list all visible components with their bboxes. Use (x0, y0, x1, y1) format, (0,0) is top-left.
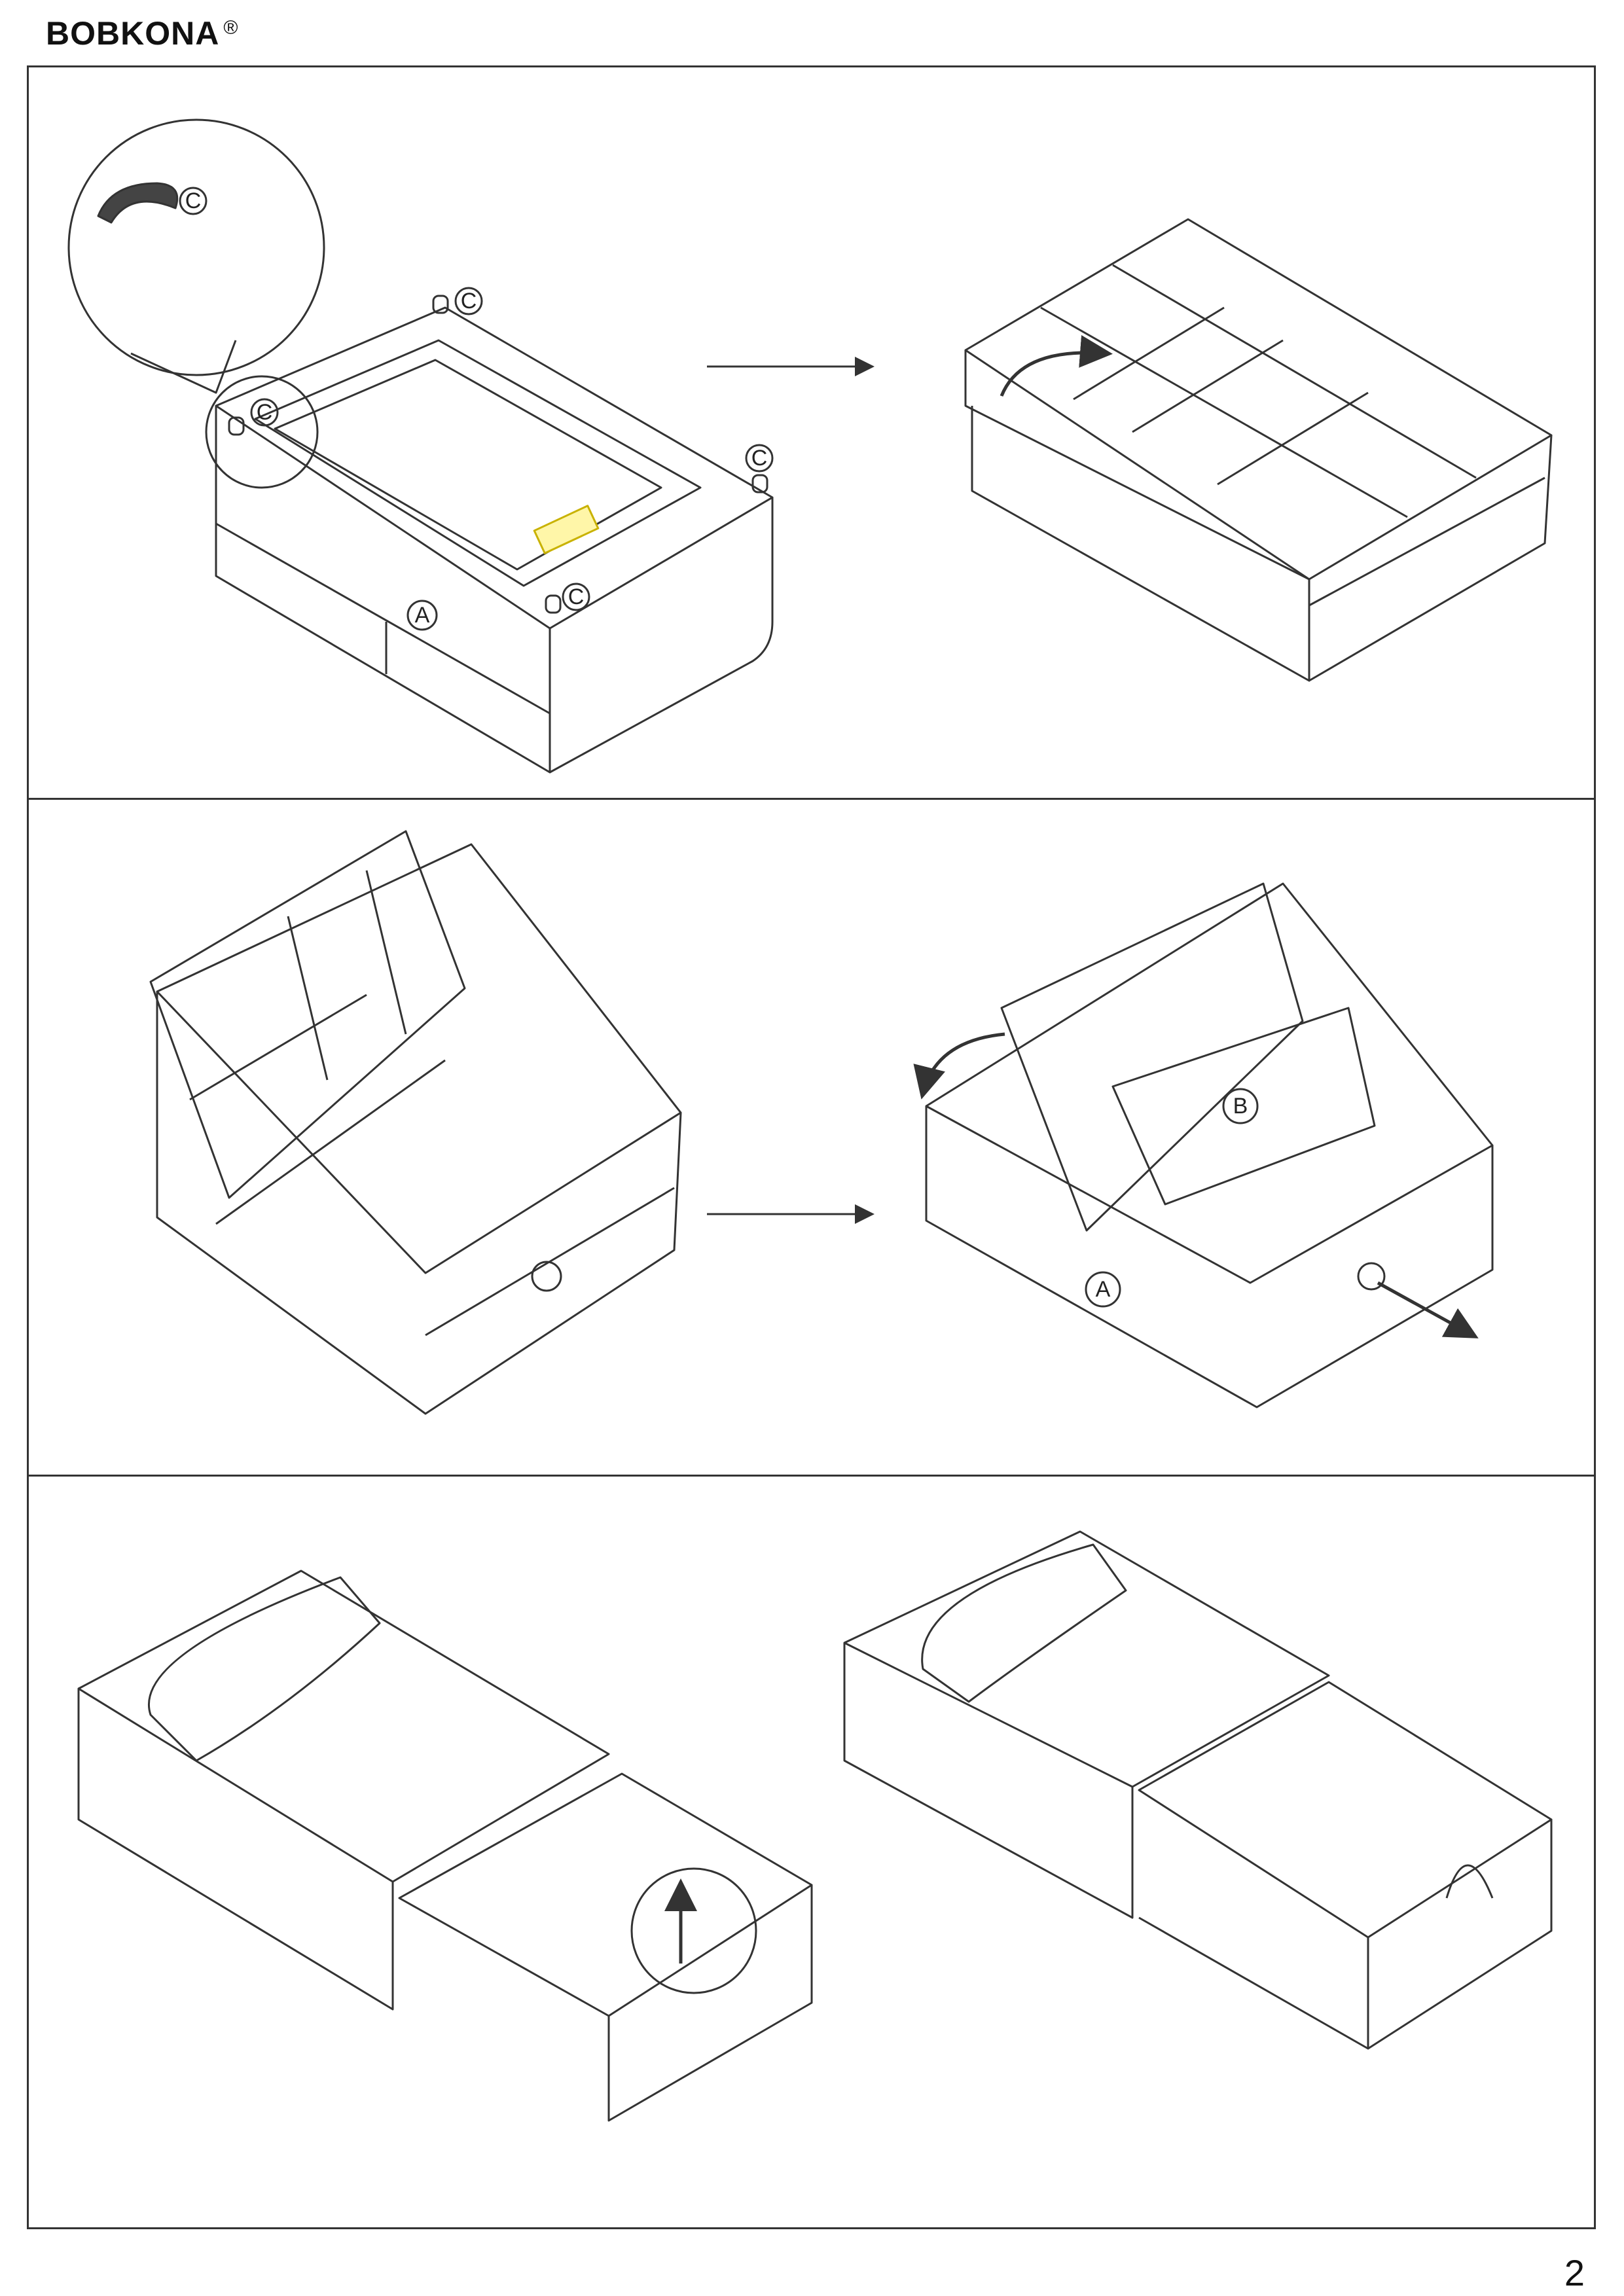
label-part-c-3: C (568, 584, 585, 609)
bed-illustration (843, 1530, 1553, 2050)
foot-c-1 (432, 287, 483, 315)
panel-divider-2 (27, 1475, 1596, 1477)
pull-arrow-icon (1377, 1281, 1479, 1338)
label-part-c-1: C (461, 289, 477, 314)
rotate-back-arrow-icon (913, 1032, 1005, 1100)
rotate-arrow-icon (1000, 335, 1113, 397)
ottoman-illustration (964, 218, 1553, 682)
brand-logo: BOBKONA® (46, 14, 238, 52)
label-part-c-4: C (257, 400, 273, 425)
page-number: 2 (1564, 2252, 1585, 2293)
foot-c-3 (545, 583, 590, 614)
chair-illustration (149, 830, 682, 1415)
label-part-a: A (415, 603, 430, 628)
label-part-c-2: C (751, 446, 768, 471)
instruction-frame (27, 65, 1596, 2229)
drawer-out-illustration (77, 1570, 813, 2122)
panel-divider-1 (27, 798, 1596, 800)
label-part-c-5: C (185, 188, 202, 213)
foot-c-2 (745, 444, 774, 493)
recline-illustration (913, 882, 1494, 1408)
foot-c-4 (228, 398, 279, 436)
detail-magnifier (67, 118, 325, 376)
registered-mark: ® (223, 17, 239, 39)
base-frame-illustration (215, 306, 774, 774)
brand-name: BOBKONA (46, 15, 220, 52)
label-part-b: B (1233, 1094, 1248, 1119)
label-part-a-2: A (1096, 1277, 1111, 1302)
